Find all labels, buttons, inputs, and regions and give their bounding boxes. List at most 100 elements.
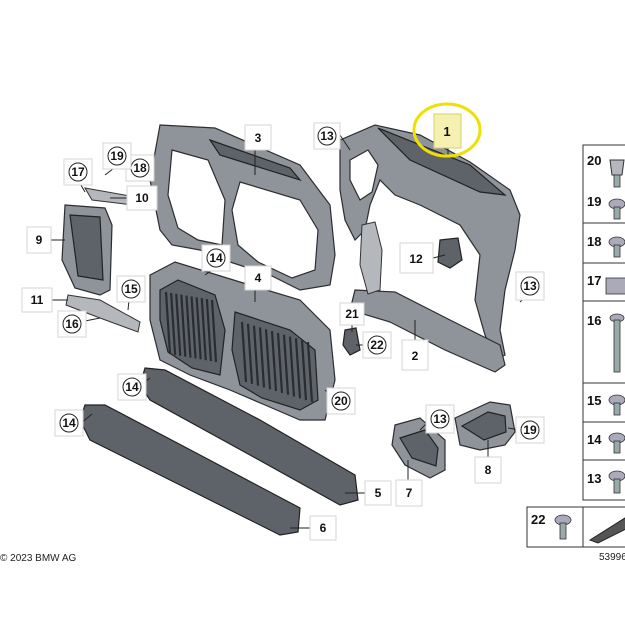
callout-8[interactable]: 8 [474, 456, 502, 484]
part-4-grille[interactable] [149, 261, 336, 421]
callout-16[interactable]: 16 [57, 310, 87, 338]
part-2-lower-crossmember[interactable] [349, 221, 506, 373]
svg-text:14: 14 [587, 432, 602, 447]
callout-11[interactable]: 11 [21, 287, 53, 313]
svg-text:18: 18 [587, 234, 601, 249]
grille-slat [282, 334, 290, 395]
highlight-ring [412, 102, 482, 158]
grille-slat [195, 297, 202, 360]
grille-slat [240, 321, 248, 383]
callout-10[interactable]: 10 [126, 185, 158, 211]
svg-text:12: 12 [409, 252, 423, 266]
grille-slat [185, 295, 192, 358]
grille-slat [200, 298, 207, 361]
svg-text:15: 15 [587, 393, 601, 408]
part-11-bracket[interactable] [65, 294, 141, 333]
grille-slat [205, 299, 212, 362]
callout-2[interactable]: 2 [401, 339, 429, 371]
svg-text:13: 13 [320, 129, 334, 143]
svg-text:17: 17 [71, 165, 85, 179]
part-10-bracket[interactable] [84, 187, 134, 206]
svg-text:19: 19 [587, 194, 601, 209]
svg-text:7: 7 [406, 486, 413, 500]
svg-text:3: 3 [255, 131, 262, 145]
svg-text:13: 13 [433, 412, 447, 426]
callout-21[interactable]: 21 [339, 302, 365, 326]
callout-22[interactable]: 22 [362, 331, 392, 359]
hardware-item-22[interactable]: 22 [526, 506, 584, 548]
callout-9[interactable]: 9 [26, 226, 52, 254]
grille-slat [258, 327, 266, 388]
callout-12[interactable]: 12 [399, 242, 434, 274]
svg-text:10: 10 [135, 191, 149, 205]
grille-slat [170, 292, 177, 355]
hardware-item-13[interactable]: 13 [587, 470, 625, 494]
callout-13-top[interactable]: 13 [313, 122, 341, 150]
callout-17[interactable]: 17 [63, 158, 93, 186]
svg-text:11: 11 [31, 293, 44, 307]
grille-slat [270, 331, 278, 392]
copyright: © 2023 BMW AG [0, 553, 77, 564]
svg-text:18: 18 [133, 161, 147, 175]
callout-5[interactable]: 5 [364, 480, 392, 506]
callout-13-right[interactable]: 13 [515, 271, 545, 301]
callout-20[interactable]: 20 [326, 387, 356, 415]
svg-text:22: 22 [531, 512, 545, 527]
svg-text:16: 16 [587, 313, 601, 328]
svg-text:1: 1 [443, 124, 450, 139]
hardware-item-18[interactable]: 18 [587, 234, 625, 258]
grille-slat [180, 294, 187, 357]
svg-text:8: 8 [485, 463, 492, 477]
grille-slat [300, 340, 308, 401]
svg-text:14: 14 [62, 416, 76, 430]
part-9-air-duct[interactable] [61, 204, 113, 296]
diagram-id: 53996 [599, 552, 625, 563]
svg-text:21: 21 [345, 307, 359, 321]
svg-text:19: 19 [523, 423, 537, 437]
callout-1[interactable]: 1 [433, 113, 462, 149]
callout-14-low[interactable]: 14 [54, 409, 84, 437]
grille-slat [306, 341, 314, 403]
grille-slat [252, 325, 260, 386]
svg-text:20: 20 [587, 153, 601, 168]
svg-text:20: 20 [334, 394, 348, 408]
svg-text:4: 4 [255, 271, 262, 285]
grille-slat [288, 336, 296, 397]
svg-text:6: 6 [320, 521, 327, 535]
grille-slat [190, 296, 197, 359]
part-6-bottom-bar[interactable] [79, 404, 301, 536]
callout-4[interactable]: 4 [244, 265, 272, 291]
part-12-plate[interactable] [437, 237, 463, 269]
svg-text:17: 17 [587, 273, 601, 288]
svg-text:9: 9 [36, 233, 43, 247]
callout-14-grille[interactable]: 14 [201, 244, 231, 272]
part-8-duct[interactable] [454, 401, 516, 451]
part-21-clip[interactable] [342, 327, 361, 356]
hardware-item-20[interactable]: 20 [587, 153, 625, 188]
svg-text:14: 14 [209, 251, 223, 265]
hardware-panel: 20 19 18 17 16 15 14 [582, 144, 625, 501]
svg-text:16: 16 [65, 317, 79, 331]
hardware-item-15[interactable]: 15 [587, 393, 625, 416]
callout-14-mid[interactable]: 14 [117, 373, 147, 401]
grille-slat [294, 338, 302, 399]
grille-slat [210, 299, 218, 363]
callout-7[interactable]: 7 [395, 479, 423, 507]
callout-6[interactable]: 6 [309, 515, 337, 541]
tool-icon-box [582, 506, 625, 548]
hardware-item-16[interactable]: 16 [587, 313, 625, 373]
hardware-item-19[interactable]: 19 [587, 194, 625, 220]
hardware-item-14[interactable]: 14 [587, 432, 625, 454]
hardware-item-17[interactable]: 17 [587, 273, 625, 295]
grille-slat [164, 291, 172, 355]
svg-text:2: 2 [412, 349, 419, 363]
svg-text:15: 15 [124, 282, 138, 296]
callout-13-bottom[interactable]: 13 [425, 404, 455, 434]
svg-text:19: 19 [110, 149, 124, 163]
callout-19-right[interactable]: 19 [515, 416, 545, 444]
part-3-grille-frame[interactable] [149, 124, 336, 291]
callout-19-top[interactable]: 19 [102, 142, 132, 170]
callout-3[interactable]: 3 [244, 124, 272, 151]
callout-15[interactable]: 15 [116, 275, 146, 303]
